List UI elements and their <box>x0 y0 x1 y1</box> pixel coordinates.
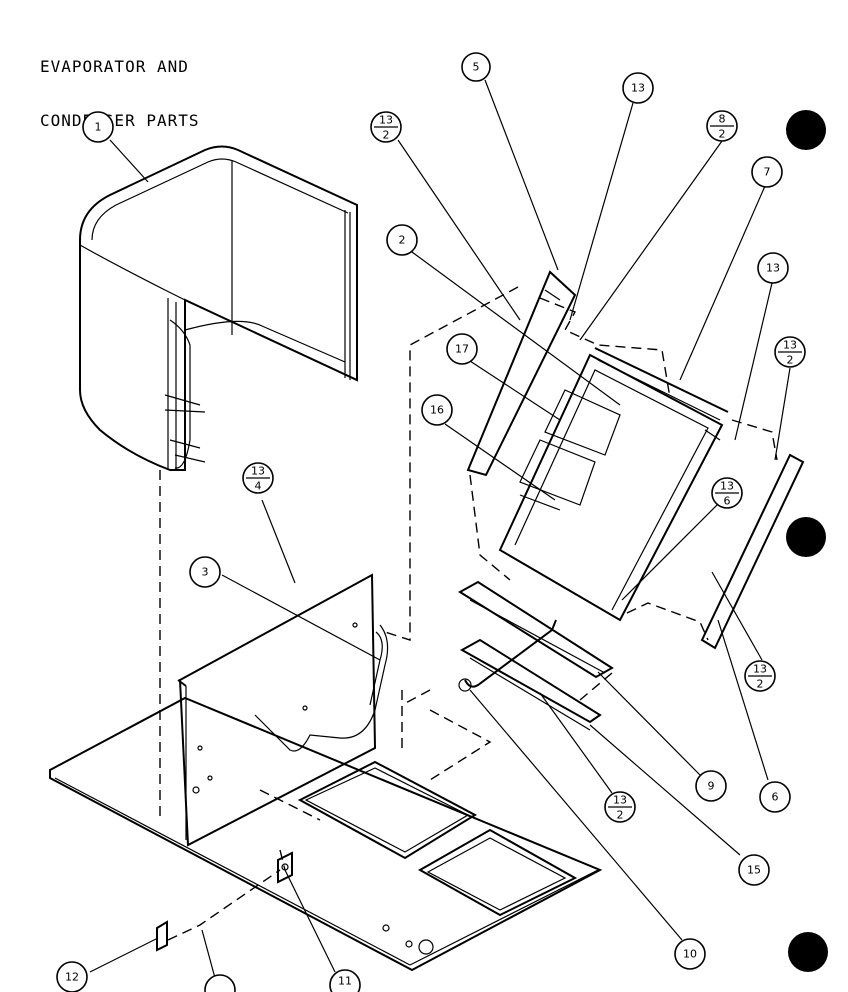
evaporator-coil <box>458 270 805 731</box>
diagram-title: EVAPORATOR AND CONDENSER PARTS <box>40 22 200 148</box>
binder-hole-top <box>786 110 826 150</box>
callout-numerator: 13 <box>251 465 265 478</box>
callout-label: 13 <box>631 82 645 95</box>
leader-lines <box>89 79 791 979</box>
callout-6: 6 <box>759 781 791 813</box>
callout-9: 9 <box>695 770 727 802</box>
callout-13: 13 <box>622 72 654 104</box>
callout-13-2: 132 <box>774 336 806 368</box>
callout-16: 16 <box>421 394 453 426</box>
callout-12: 12 <box>56 961 88 992</box>
callout-2: 2 <box>386 224 418 256</box>
callout-13-2: 132 <box>370 111 402 143</box>
callout-label: 15 <box>747 864 761 877</box>
callout-label: 17 <box>455 343 469 356</box>
partition-panel <box>177 573 389 847</box>
callout-denominator: 6 <box>724 495 731 508</box>
callout-13-6: 136 <box>711 477 743 509</box>
base-pan <box>49 696 603 972</box>
callout-label: 11 <box>338 975 352 988</box>
callout-label: 7 <box>764 166 771 179</box>
callout-numerator: 13 <box>720 480 734 493</box>
callout-label: 16 <box>430 404 444 417</box>
callout-denominator: 2 <box>787 354 794 367</box>
callout-15: 15 <box>738 854 770 886</box>
callout-5: 5 <box>461 52 491 82</box>
callout-label: 1 <box>95 121 102 134</box>
callout-13-2: 132 <box>744 660 776 692</box>
callout-8-2: 82 <box>706 110 738 142</box>
callout-label: 10 <box>683 948 697 961</box>
assembly-lines <box>159 286 778 941</box>
callout-label: 2 <box>399 234 406 247</box>
callout-denominator: 2 <box>757 678 764 691</box>
binder-hole-bottom <box>788 932 828 972</box>
callout-denominator: 4 <box>255 480 262 493</box>
title-line-1: EVAPORATOR AND <box>40 57 189 76</box>
callout-3: 3 <box>189 556 221 588</box>
callout-numerator: 13 <box>753 663 767 676</box>
callout-partial <box>204 974 236 992</box>
callout-numerator: 13 <box>613 794 627 807</box>
callout-denominator: 2 <box>719 128 726 141</box>
callout-numerator: 8 <box>719 113 726 126</box>
callout-17: 17 <box>446 333 478 365</box>
callout-7: 7 <box>751 156 783 188</box>
callout-denominator: 2 <box>617 809 624 822</box>
callout-numerator: 13 <box>379 114 393 127</box>
callout-label: 9 <box>708 780 715 793</box>
callout-13-4: 134 <box>242 462 274 494</box>
callout-13-2: 132 <box>604 791 636 823</box>
callout-denominator: 2 <box>383 129 390 142</box>
callout-label: 3 <box>202 566 209 579</box>
callout-10: 10 <box>674 938 706 970</box>
callout-11: 11 <box>329 969 361 992</box>
binder-hole-middle <box>786 517 826 557</box>
callout-1: 1 <box>82 111 114 143</box>
callout-13: 13 <box>757 252 789 284</box>
callout-label: 5 <box>473 61 480 74</box>
condenser-coil <box>79 145 358 471</box>
callout-label: 6 <box>772 791 779 804</box>
callout-numerator: 13 <box>783 339 797 352</box>
callout-label: 13 <box>766 262 780 275</box>
callout-label: 12 <box>65 971 79 984</box>
